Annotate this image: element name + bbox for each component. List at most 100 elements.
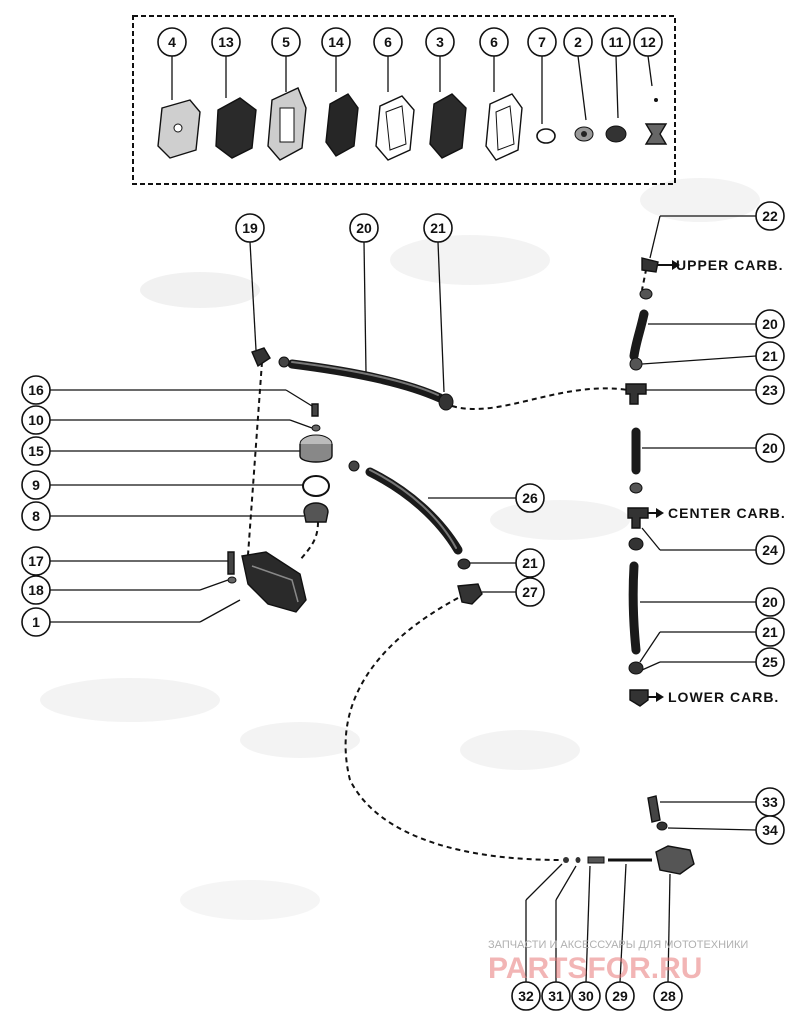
assembly-axis-center xyxy=(299,521,319,561)
svg-text:5: 5 xyxy=(282,34,290,50)
svg-text:10: 10 xyxy=(28,412,44,428)
callout-8: 8 xyxy=(21,501,304,531)
callout-30: 30 xyxy=(571,865,601,1011)
watermark: ЗАПЧАСТИ И АКСЕССУАРЫ ДЛЯ МОТОТЕХНИКИ PA… xyxy=(488,939,748,985)
svg-text:12: 12 xyxy=(640,34,656,50)
svg-text:31: 31 xyxy=(548,988,564,1004)
kit-callout-13: 13 xyxy=(211,27,241,98)
callout-21a: 21 xyxy=(423,213,453,393)
svg-text:14: 14 xyxy=(328,34,344,50)
callout-26: 26 xyxy=(428,483,545,513)
kit-callout-6b: 6 xyxy=(479,27,509,92)
svg-text:17: 17 xyxy=(28,553,44,569)
hose-26 xyxy=(365,467,463,555)
svg-text:21: 21 xyxy=(762,348,778,364)
kit-callout-5: 5 xyxy=(271,27,301,92)
svg-text:6: 6 xyxy=(384,34,392,50)
svg-text:4: 4 xyxy=(168,34,176,50)
fuel-line-path xyxy=(344,597,561,861)
fitting-19 xyxy=(251,347,271,368)
hose-upper xyxy=(287,359,445,403)
svg-text:8: 8 xyxy=(32,508,40,524)
svg-text:20: 20 xyxy=(356,220,372,236)
svg-text:ЗАПЧАСТИ И АКСЕССУАРЫ ДЛЯ МОТО: ЗАПЧАСТИ И АКСЕССУАРЫ ДЛЯ МОТОТЕХНИКИ xyxy=(488,939,748,951)
svg-text:20: 20 xyxy=(762,594,778,610)
svg-text:27: 27 xyxy=(522,584,538,600)
svg-text:6: 6 xyxy=(490,34,498,50)
callout-15: 15 xyxy=(21,436,300,466)
callout-19: 19 xyxy=(235,213,265,351)
svg-text:23: 23 xyxy=(762,382,778,398)
svg-text:21: 21 xyxy=(430,220,446,236)
svg-text:UPPER CARB.: UPPER CARB. xyxy=(676,257,783,273)
svg-text:32: 32 xyxy=(518,988,534,1004)
svg-text:PARTSFOR.RU: PARTSFOR.RU xyxy=(488,952,702,985)
svg-text:26: 26 xyxy=(522,490,538,506)
kit-callout-3: 3 xyxy=(425,27,455,92)
svg-text:7: 7 xyxy=(538,34,546,50)
callout-27: 27 xyxy=(482,577,545,607)
background-speckle xyxy=(40,178,760,920)
callout-21d: 21 xyxy=(639,617,785,663)
kit-callout-11: 11 xyxy=(601,27,631,119)
svg-text:21: 21 xyxy=(522,555,538,571)
clamp-21 xyxy=(438,393,454,411)
callout-16: 16 xyxy=(21,375,313,407)
svg-text:16: 16 xyxy=(28,382,44,398)
kit-callout-6a: 6 xyxy=(373,27,403,92)
svg-text:18: 18 xyxy=(28,582,44,598)
callout-34: 34 xyxy=(667,815,785,845)
callout-22: 22 xyxy=(649,201,785,259)
callout-33: 33 xyxy=(660,787,785,817)
svg-text:33: 33 xyxy=(762,794,778,810)
callout-31: 31 xyxy=(541,865,577,1011)
svg-text:22: 22 xyxy=(762,208,778,224)
svg-text:25: 25 xyxy=(762,654,778,670)
callout-9: 9 xyxy=(21,470,303,500)
callout-32: 32 xyxy=(511,863,563,1011)
center-carb-label: CENTER CARB. xyxy=(648,505,786,521)
right-hose-assembly xyxy=(625,257,659,707)
kit-callout-2: 2 xyxy=(563,27,593,121)
svg-text:28: 28 xyxy=(660,988,676,1004)
kit-parts xyxy=(157,87,668,161)
lower-carb-label: LOWER CARB. xyxy=(648,689,779,705)
callout-20d: 20 xyxy=(640,587,785,617)
callout-1: 1 xyxy=(21,599,241,637)
callout-25: 25 xyxy=(641,647,785,677)
svg-text:LOWER CARB.: LOWER CARB. xyxy=(668,689,779,705)
callout-17: 17 xyxy=(21,546,228,576)
assembly-axis-left xyxy=(247,361,263,556)
callout-21b: 21 xyxy=(641,341,785,371)
callout-20c: 20 xyxy=(642,433,785,463)
svg-text:15: 15 xyxy=(28,443,44,459)
callout-24: 24 xyxy=(641,527,785,565)
callout-18: 18 xyxy=(21,575,229,605)
kit-callout-4: 4 xyxy=(157,27,187,100)
svg-text:20: 20 xyxy=(762,440,778,456)
callout-10: 10 xyxy=(21,405,313,435)
svg-text:13: 13 xyxy=(218,34,234,50)
svg-text:CENTER CARB.: CENTER CARB. xyxy=(668,505,786,521)
svg-text:20: 20 xyxy=(762,316,778,332)
upper-carb-label: UPPER CARB. xyxy=(658,257,783,273)
callout-20a: 20 xyxy=(349,213,379,373)
repair-kit-box xyxy=(132,15,676,185)
callout-29: 29 xyxy=(605,863,635,1011)
callout-21c: 21 xyxy=(470,548,545,578)
svg-text:1: 1 xyxy=(32,614,40,630)
kit-callout-12: 12 xyxy=(633,27,663,87)
svg-text:30: 30 xyxy=(578,988,594,1004)
callout-28: 28 xyxy=(653,873,683,1011)
callout-23: 23 xyxy=(646,375,785,405)
callout-20b: 20 xyxy=(648,309,785,339)
kit-callout-7: 7 xyxy=(527,27,557,124)
svg-text:19: 19 xyxy=(242,220,258,236)
dash-to-tee xyxy=(451,387,629,410)
kit-callout-14: 14 xyxy=(321,27,351,92)
fitting-27 xyxy=(457,583,483,605)
svg-text:9: 9 xyxy=(32,477,40,493)
svg-text:2: 2 xyxy=(574,34,582,50)
svg-text:11: 11 xyxy=(609,34,624,50)
